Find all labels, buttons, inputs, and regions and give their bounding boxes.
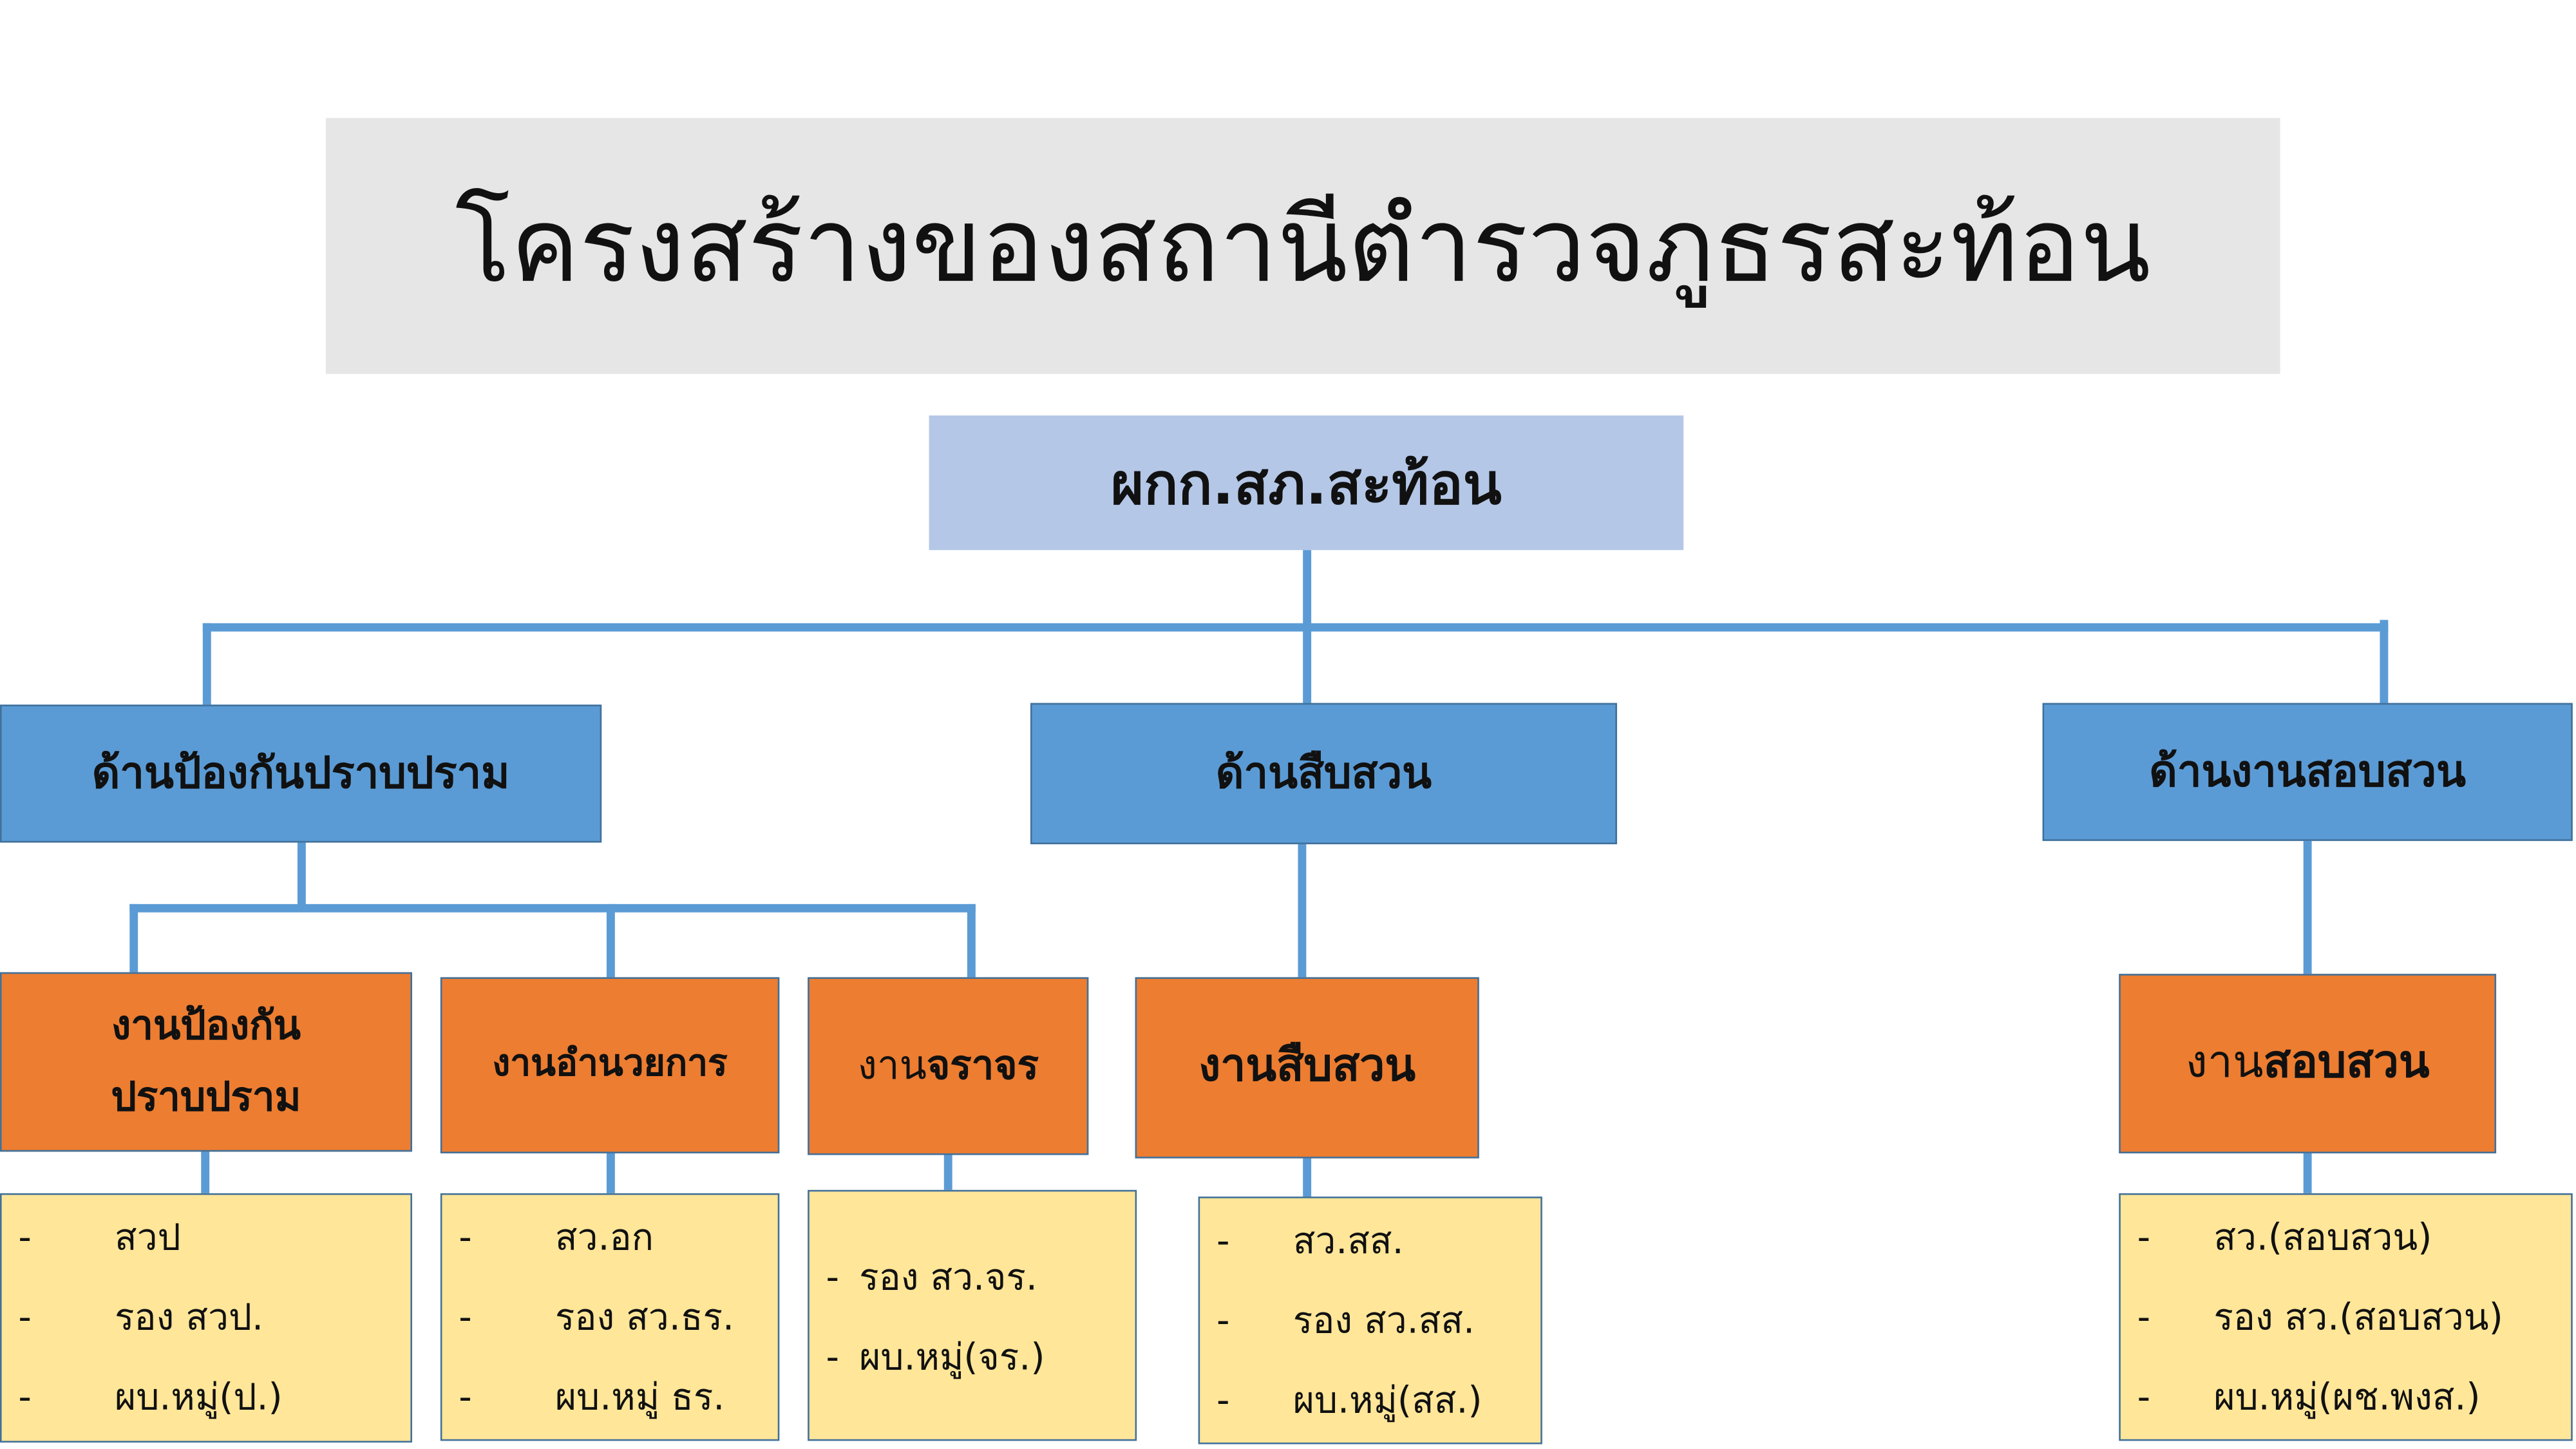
- connector: [1298, 844, 1307, 978]
- list-item: -รอง สว.(สอบสวน): [2137, 1298, 2503, 1340]
- unit-label: งานอำนวยการ: [492, 1044, 728, 1086]
- staff-list-inquiry: -สว.(สอบสวน) -รอง สว.(สอบสวน) -ผบ.หมู่(ผ…: [2119, 1193, 2573, 1441]
- connector: [2380, 620, 2389, 705]
- connector: [967, 904, 976, 978]
- connector: [943, 1153, 952, 1190]
- unit-label: ปราบปราม: [111, 1074, 301, 1121]
- staff-list-traffic: -รอง สว.จร. -ผบ.หมู่(จร.): [808, 1189, 1137, 1441]
- connector: [1303, 1157, 1312, 1197]
- division-investigation: ด้านสืบสวน: [1030, 703, 1617, 844]
- connector: [129, 904, 976, 913]
- unit-inquiry: งานสอบสวน: [2119, 974, 2497, 1153]
- unit-investigation: งานสืบสวน: [1135, 977, 1479, 1159]
- list-item: -ผบ.หมู่(จร.): [826, 1338, 1045, 1379]
- list-item: -ผบ.หมู่(สส.): [1216, 1381, 1482, 1423]
- list-item: -รอง สว.ธร.: [459, 1298, 735, 1340]
- connector: [202, 623, 2389, 632]
- division-prevention: ด้านป้องกันปราบปราม: [0, 705, 602, 843]
- unit-prevention: งานป้องกันปราบปราม: [0, 972, 412, 1152]
- list-item: -สว.(สอบสวน): [2137, 1218, 2432, 1260]
- list-item: -สวป: [18, 1218, 181, 1260]
- unit-label: สอบสวน: [2263, 1036, 2430, 1088]
- connector: [2303, 1151, 2312, 1193]
- connector: [201, 1150, 210, 1193]
- superintendent-box: ผกก.สภ.สะท้อน: [929, 415, 1684, 551]
- list-item: -ผบ.หมู่(ผช.พงส.): [2137, 1378, 2481, 1419]
- connector: [202, 623, 211, 705]
- unit-administration: งานอำนวยการ: [440, 977, 780, 1153]
- connector: [606, 1151, 615, 1193]
- list-item: -ผบ.หมู่(ป.): [18, 1378, 283, 1419]
- unit-label: งานสืบสวน: [1198, 1040, 1416, 1092]
- staff-list-prevention: -สวป -รอง สวป. -ผบ.หมู่(ป.): [0, 1193, 412, 1443]
- staff-list-administration: -สว.อก -รอง สว.ธร. -ผบ.หมู่ ธร.: [440, 1193, 780, 1441]
- list-item: -ผบ.หมู่ ธร.: [459, 1378, 725, 1419]
- staff-list-investigation: -สว.สส. -รอง สว.สส. -ผบ.หมู่(สส.): [1198, 1197, 1542, 1444]
- connector: [297, 840, 306, 911]
- connector: [606, 904, 615, 978]
- unit-traffic: งานจราจร: [808, 977, 1089, 1155]
- list-item: -สว.อก: [459, 1218, 654, 1260]
- connector: [129, 904, 138, 972]
- unit-label: จราจร: [926, 1041, 1039, 1089]
- division-inquiry: ด้านงานสอบสวน: [2042, 703, 2573, 841]
- list-item: -รอง สวป.: [18, 1298, 264, 1340]
- unit-label: งาน: [857, 1041, 927, 1089]
- unit-label: งาน: [2185, 1036, 2264, 1088]
- list-item: -รอง สว.สส.: [1216, 1301, 1475, 1343]
- unit-label: งานป้องกัน: [111, 1001, 301, 1048]
- chart-title: โครงสร้างของสถานีตำรวจภูธรสะท้อน: [325, 118, 2280, 374]
- list-item: -รอง สว.จร.: [826, 1258, 1037, 1300]
- connector: [2303, 840, 2312, 974]
- list-item: -สว.สส.: [1216, 1221, 1404, 1264]
